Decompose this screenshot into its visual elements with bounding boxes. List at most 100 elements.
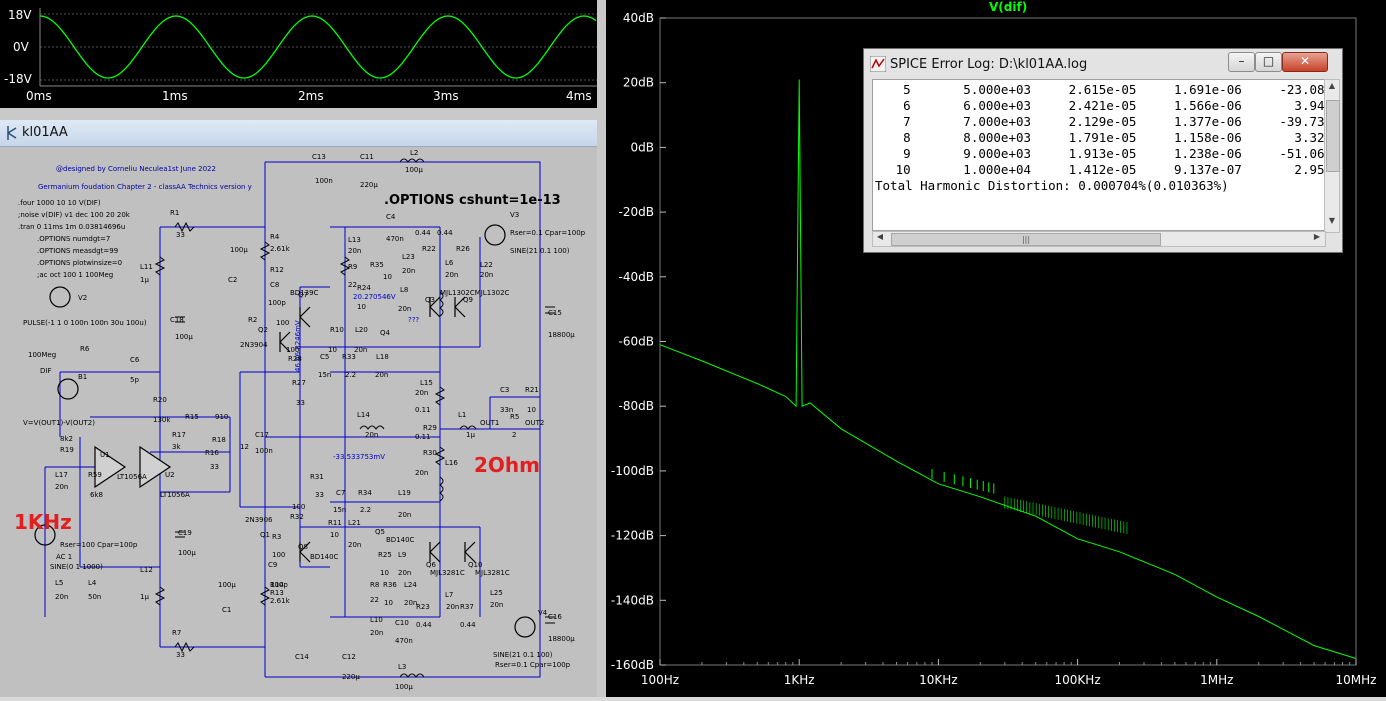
svg-text:Q5: Q5 (375, 528, 385, 536)
svg-text:2.61k: 2.61k (270, 597, 291, 605)
svg-text:33: 33 (315, 491, 324, 499)
svg-text:20n: 20n (446, 603, 459, 611)
svg-text:15n: 15n (318, 371, 331, 379)
svg-text:Q8: Q8 (298, 543, 308, 551)
svg-text:C17: C17 (255, 431, 269, 439)
svg-text:10: 10 (380, 569, 389, 577)
horizontal-splitter[interactable] (0, 108, 597, 120)
schematic-header: @designed by Corneliu Neculea1st June 20… (38, 165, 252, 191)
harmonic-row: 8 8.000e+03 1.791e-05 1.158e-06 3.32 (873, 130, 1325, 145)
scroll-down-icon[interactable]: ▼ (1328, 216, 1336, 225)
svg-text:R26: R26 (456, 245, 470, 253)
svg-text:;ac oct 100 1 100Meg: ;ac oct 100 1 100Meg (37, 271, 113, 279)
scroll-up-icon[interactable]: ▲ (1328, 81, 1336, 90)
svg-text:220µ: 220µ (342, 673, 360, 681)
ltspice-icon (870, 56, 886, 72)
svg-text:L7: L7 (445, 591, 453, 599)
svg-text:33: 33 (176, 231, 185, 239)
svg-text:10: 10 (527, 406, 536, 414)
y-tick-label: 0dB (631, 140, 654, 154)
svg-text:R37: R37 (460, 603, 474, 611)
svg-text:R9: R9 (348, 263, 357, 271)
svg-text:L21: L21 (348, 519, 361, 527)
svg-text:V2: V2 (78, 294, 87, 302)
svg-text:46.66.8246mV: 46.66.8246mV (294, 320, 302, 372)
svg-text:V4: V4 (538, 609, 548, 617)
svg-text:C8: C8 (270, 281, 279, 289)
wave-x-label-1: 1ms (162, 89, 188, 103)
svg-text:50n: 50n (88, 593, 101, 601)
svg-text:20n: 20n (348, 247, 361, 255)
maximize-button[interactable]: □ (1255, 52, 1282, 72)
svg-text:10: 10 (330, 531, 339, 539)
scroll-left-icon[interactable]: ◀ (876, 232, 884, 241)
minimize-button[interactable]: – (1228, 52, 1255, 72)
horizontal-scrollbar[interactable]: ◀ ||| ▶ (872, 231, 1326, 247)
error-log-text-area[interactable]: 5 5.000e+03 2.615e-05 1.691e-06 -23.08 6… (872, 79, 1326, 231)
svg-text:SINE(21 0.1 100): SINE(21 0.1 100) (510, 247, 570, 255)
svg-text:R32: R32 (290, 513, 304, 521)
vertical-scrollbar[interactable]: ▲ ▼ (1324, 79, 1340, 233)
spice-error-log-window[interactable]: SPICE Error Log: D:\kl01AA.log – □ ✕ 5 5… (863, 48, 1343, 253)
svg-text:C15: C15 (548, 309, 562, 317)
svg-text:20n: 20n (398, 305, 411, 313)
svg-text:100µ: 100µ (405, 166, 423, 174)
svg-text:20n: 20n (55, 593, 68, 601)
wave-x-label-4: 4ms (566, 89, 592, 103)
y-tick-label: -160dB (611, 658, 654, 672)
vertical-splitter[interactable] (597, 0, 606, 697)
svg-text:5p: 5p (130, 376, 139, 384)
svg-text:100p: 100p (270, 581, 288, 589)
svg-text:L25: L25 (490, 589, 503, 597)
svg-text:10: 10 (357, 303, 366, 311)
vertical-scroll-thumb[interactable] (1326, 100, 1340, 172)
schematic-titlebar[interactable]: kl01AA (0, 120, 597, 147)
svg-text:20n: 20n (365, 431, 378, 439)
horizontal-scroll-thumb[interactable]: ||| (891, 233, 1161, 246)
svg-text:2.61k: 2.61k (270, 245, 291, 253)
scroll-right-icon[interactable]: ▶ (1313, 232, 1321, 241)
schematic-opamps (94, 445, 172, 489)
wave-y-label-top: 18V (8, 8, 32, 22)
svg-text:R1: R1 (170, 209, 179, 217)
svg-text:L11: L11 (140, 263, 153, 271)
harmonic-row: 10 1.000e+04 1.412e-05 9.137e-07 2.95 (873, 162, 1325, 177)
svg-text:.OPTIONS plotwinsize=0: .OPTIONS plotwinsize=0 (37, 259, 122, 267)
svg-text:L3: L3 (398, 663, 406, 671)
svg-text:C16: C16 (548, 613, 562, 621)
svg-text:100: 100 (292, 503, 305, 511)
svg-text:20n: 20n (415, 469, 428, 477)
svg-text:R24: R24 (357, 284, 371, 292)
svg-text:100: 100 (286, 346, 299, 354)
svg-text:.tran 0 11ms 1m 0.03814696u: .tran 0 11ms 1m 0.03814696u (18, 223, 125, 231)
svg-text:L23: L23 (402, 253, 415, 261)
svg-text:18800µ: 18800µ (548, 331, 575, 339)
close-button[interactable]: ✕ (1282, 52, 1328, 72)
svg-text:20n: 20n (445, 271, 458, 279)
svg-text:100µ: 100µ (178, 549, 196, 557)
waveform-pane[interactable]: 18V 0V -18V 0ms 1ms 2ms 3ms 4ms (0, 0, 597, 108)
svg-text:BD140C: BD140C (386, 536, 415, 544)
svg-text:15n: 15n (333, 506, 346, 514)
svg-text:R30: R30 (423, 449, 437, 457)
svg-text:0.44: 0.44 (416, 621, 432, 629)
svg-text:BD139C: BD139C (290, 289, 319, 297)
label-2ohm: 2Ohm (474, 453, 540, 477)
svg-text:100n: 100n (315, 177, 333, 185)
svg-text:DIF: DIF (40, 367, 51, 375)
svg-text:2N3906: 2N3906 (245, 516, 273, 524)
schematic-directives: .four 1000 10 10 V(DIF) ;noise v(DIF) v1… (18, 199, 131, 279)
y-tick-label: -40dB (619, 270, 654, 284)
x-tick-label: 10MHz (1336, 673, 1377, 687)
svg-text:33: 33 (296, 399, 305, 407)
svg-text:100µ: 100µ (175, 333, 193, 341)
svg-text:-33.533753mV: -33.533753mV (333, 453, 385, 461)
svg-text:Q7: Q7 (298, 291, 308, 299)
svg-text:Q6: Q6 (426, 561, 437, 569)
svg-text:B1: B1 (78, 373, 87, 381)
svg-text:R35: R35 (370, 261, 384, 269)
y-tick-label: -20dB (619, 205, 654, 219)
svg-text:C7: C7 (336, 489, 345, 497)
svg-text:L22: L22 (480, 261, 493, 269)
